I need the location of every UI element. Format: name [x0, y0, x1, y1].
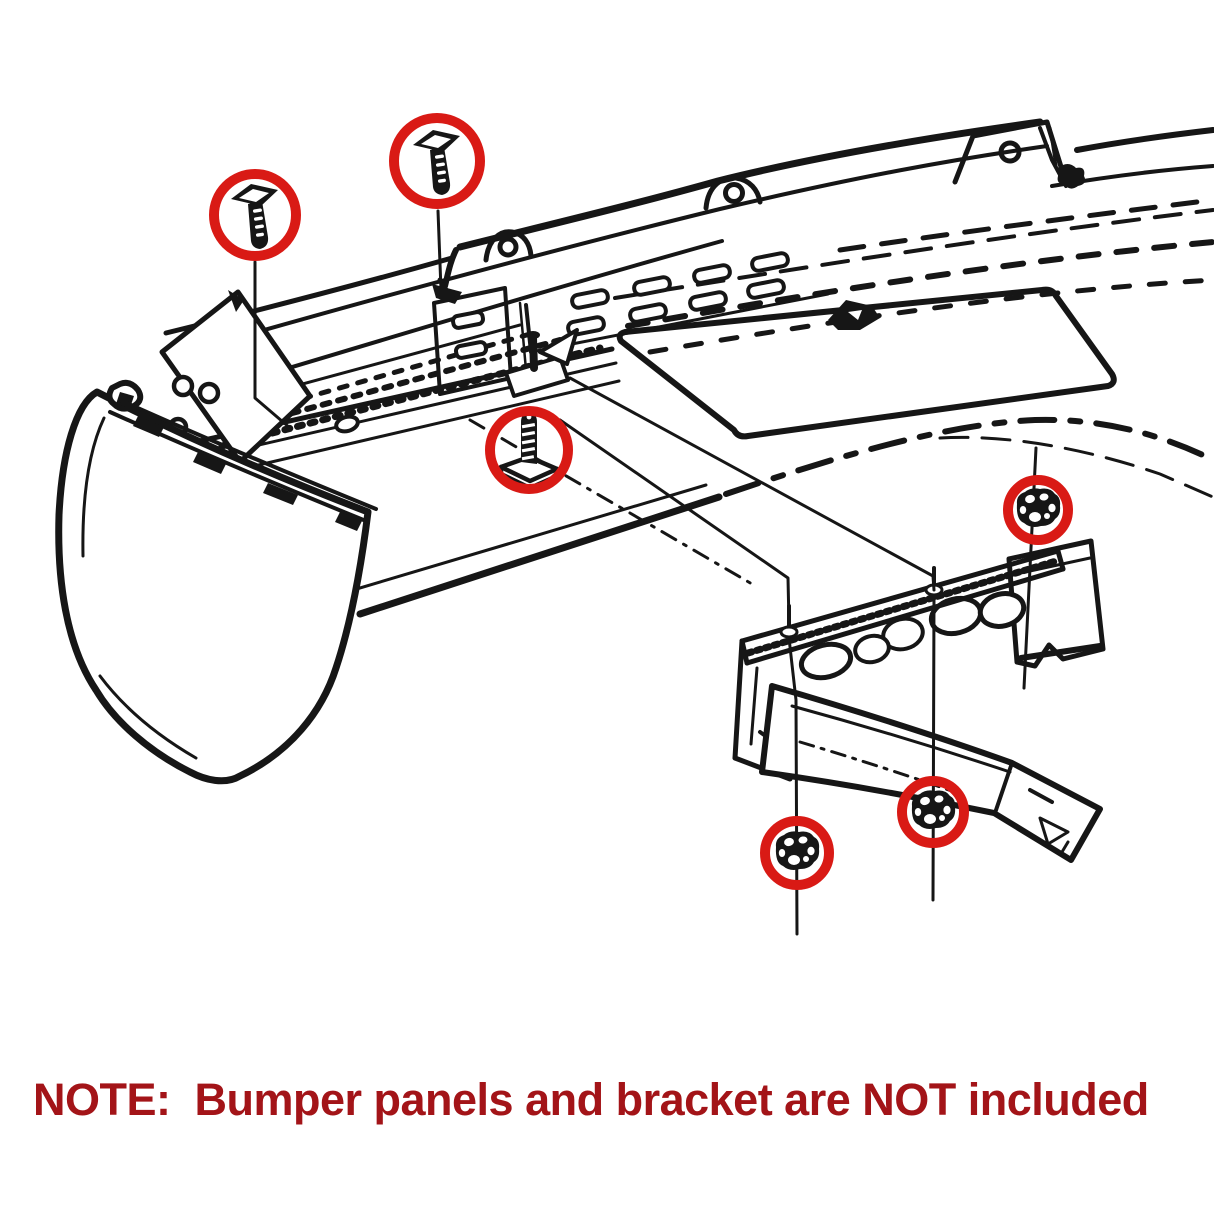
- bumper-end-cap: [55, 379, 378, 785]
- bumper-top-band: [163, 118, 1214, 356]
- slot: [450, 310, 486, 330]
- trim-segment: [335, 512, 362, 531]
- trim-segment: [193, 452, 226, 474]
- callout-bolt-upper-mid: [389, 113, 485, 209]
- callout-nut-bottom-left: [760, 816, 834, 890]
- pointer-triangle: [538, 328, 579, 366]
- callout-nut-right: [1003, 475, 1073, 545]
- callout-bolt-upper-left: [209, 169, 301, 261]
- bracket-arm: [759, 683, 1103, 863]
- leader-line: [253, 260, 292, 430]
- slot: [632, 275, 672, 297]
- callout-layer: [209, 113, 1073, 890]
- perforated-strip: [432, 251, 830, 396]
- callout-bolt-center: [485, 406, 573, 494]
- flange-nut-icon: [911, 790, 956, 829]
- leader-line: [558, 418, 791, 626]
- slot: [746, 278, 786, 300]
- right-mounting-bracket: [732, 538, 1106, 863]
- note-text: NOTE: Bumper panels and bracket are NOT …: [33, 1074, 1149, 1125]
- flange-nut-icon: [1016, 488, 1061, 527]
- bracket-oval-hole: [853, 633, 891, 665]
- mounting-hole: [723, 182, 745, 204]
- leader-line: [931, 596, 936, 902]
- square-head-bolt-icon: [231, 184, 278, 249]
- t-bolt-with-plate-icon: [501, 413, 557, 488]
- mounting-hole: [998, 140, 1022, 164]
- slot: [750, 251, 790, 273]
- bracket-hole: [171, 374, 195, 398]
- slot: [628, 302, 668, 324]
- callout-nut-bottom-mid: [897, 776, 969, 848]
- bracket-hole: [334, 414, 360, 434]
- callout-bolt-upper-mid-ring: [389, 113, 485, 209]
- bracket-hole: [197, 381, 221, 405]
- trim-segment: [133, 416, 164, 437]
- callout-bolt-center-ring: [485, 406, 573, 494]
- callout-nut-right-ring: [1003, 475, 1073, 545]
- flange-nut-icon: [775, 831, 820, 870]
- bracket-oval-hole: [977, 591, 1027, 629]
- callout-nut-bottom-left-ring: [760, 816, 834, 890]
- callout-bolt-upper-left-ring: [209, 169, 301, 261]
- leader-line: [1022, 446, 1038, 690]
- leader-line: [568, 376, 936, 592]
- trim-segment: [263, 483, 298, 505]
- mounting-hole: [497, 236, 519, 258]
- left-mounting-bracket: [159, 289, 360, 465]
- slot: [688, 290, 728, 312]
- slot: [570, 288, 610, 310]
- square-head-bolt-icon: [413, 130, 460, 195]
- bumper-lower-edge: [331, 416, 1214, 618]
- slot: [692, 263, 732, 285]
- installed-t-bolt: [504, 301, 579, 398]
- slot: [453, 340, 489, 360]
- bracket-oval-hole: [798, 641, 854, 681]
- license-plate-panel: [616, 286, 1117, 440]
- callout-nut-bottom-mid-ring: [897, 776, 969, 848]
- impact-bar-hatched: [196, 197, 1214, 479]
- leader-line: [436, 209, 443, 292]
